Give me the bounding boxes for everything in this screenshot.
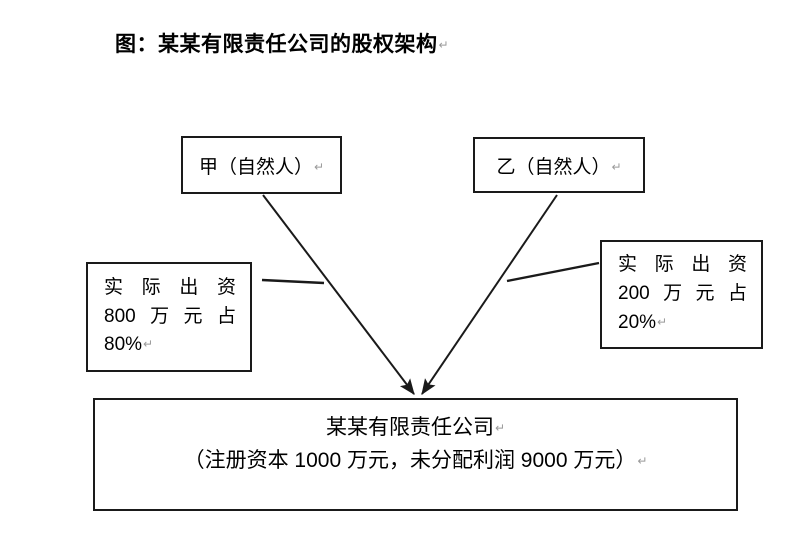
note-cell: 资 [216,276,236,298]
contribution-note-yi[interactable]: 实 际 出 资 200 万 元 占 20%↵ [600,240,763,349]
note-amount: 800 [104,305,136,327]
note-cell: 出 [691,254,711,276]
note-line: 800 万 元 占 [104,303,236,332]
note-line: 实 际 出 资 [618,251,747,280]
note-amount: 200 [618,283,650,305]
company-box[interactable]: 某某有限责任公司↵ （注册资本 1000 万元，未分配利润 9000 万元）↵ [93,398,738,511]
leader-line-left-note [261,278,325,285]
note-cell: 万 [150,305,170,327]
shareholder-box-yi[interactable]: 乙（自然人）↵ [473,137,645,193]
note-cell: 实 [104,276,124,298]
note-cell: 际 [141,276,161,298]
paragraph-mark-icon: ↵ [657,314,668,329]
paragraph-mark-icon: ↵ [313,159,325,174]
note-line: 20%↵ [618,309,747,338]
paragraph-mark-icon: ↵ [494,421,506,435]
arrow-jia-to-company [262,194,415,395]
note-cell: 资 [727,254,747,276]
note-line: 80%↵ [104,331,236,360]
paragraph-mark-icon: ↵ [143,337,154,352]
note-percent: 80% [104,334,143,356]
shareholder-label-jia: 甲（自然人）↵ [199,152,324,179]
leader-line-right-note [506,261,600,283]
note-cell: 际 [654,254,674,276]
note-cell: 元 [695,283,715,305]
company-name: 某某有限责任公司 [325,416,494,439]
paragraph-mark-icon: ↵ [438,38,450,52]
company-name-line: 某某有限责任公司↵ [326,412,505,445]
paragraph-mark-icon: ↵ [637,453,648,468]
note-line: 实 际 出 资 [104,274,236,303]
note-cell: 万 [663,283,683,305]
shareholder-name-yi: 乙（自然人） [496,156,611,178]
page-title: 图：某某有限责任公司的股权架构↵ [115,28,449,58]
company-detail-line: （注册资本 1000 万元，未分配利润 9000 万元）↵ [184,445,648,478]
company-capital-detail: （注册资本 1000 万元，未分配利润 9000 万元） [183,448,637,472]
shareholder-label-yi: 乙（自然人）↵ [496,152,621,179]
page-title-text: 图：某某有限责任公司的股权架构 [115,33,438,56]
note-cell: 元 [183,305,203,327]
paragraph-mark-icon: ↵ [611,159,622,174]
note-percent: 20% [618,311,657,333]
note-cell: 出 [179,276,199,298]
note-cell: 实 [618,254,638,276]
shareholder-name-jia: 甲（自然人） [198,156,313,178]
note-line: 200 万 元 占 [618,280,747,309]
arrow-yi-to-company [421,194,558,395]
contribution-note-jia[interactable]: 实 际 出 资 800 万 元 占 80%↵ [86,262,252,372]
shareholder-box-jia[interactable]: 甲（自然人）↵ [181,136,342,194]
note-cell: 占 [216,305,236,327]
note-cell: 占 [727,283,747,305]
